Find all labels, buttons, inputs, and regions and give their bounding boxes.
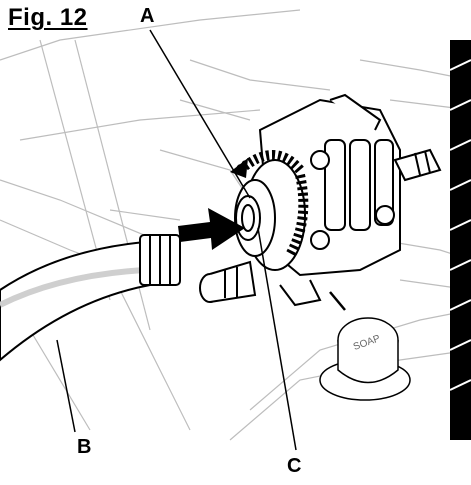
edge-stripe [450,40,471,440]
edge-stripe-gaps [449,59,471,391]
garden-hose [0,240,152,362]
leader-lines [56,29,297,451]
soap-cap [319,291,411,401]
callout-c: C [287,455,302,477]
hose-fitting [139,234,181,286]
figure-title: Fig. 12 [8,4,88,31]
push-arrow [178,208,245,250]
callout-a: A [140,5,155,27]
callout-b: B [77,436,92,458]
outlet-fitting [199,260,257,303]
inlet-port [235,195,261,241]
